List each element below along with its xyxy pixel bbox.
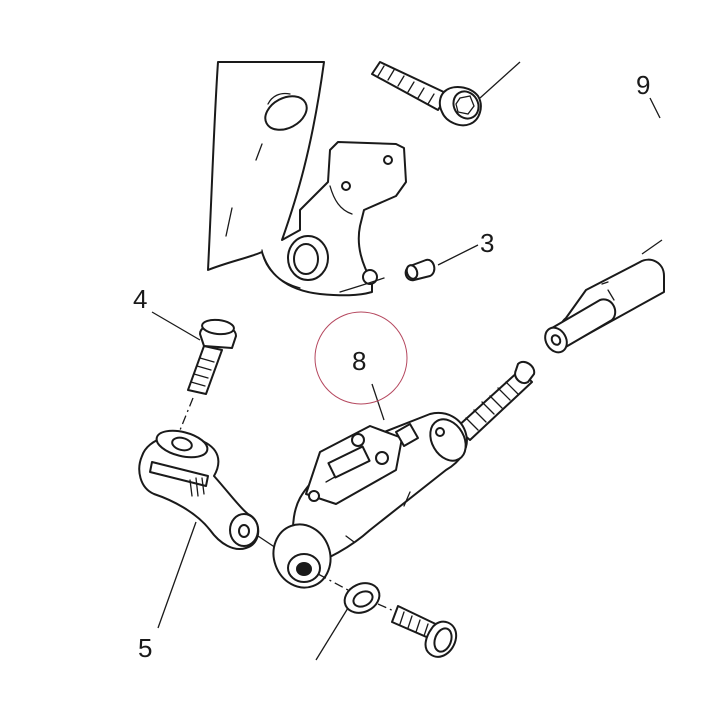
- callout-5: 5: [138, 633, 152, 663]
- callout-8-highlight-circle: [314, 311, 408, 405]
- pivot-bolt: [377, 603, 458, 658]
- callout-4: 4: [133, 284, 147, 314]
- part-4-bolt: [151, 311, 237, 441]
- part-9-rod-assembly: [544, 97, 665, 354]
- frame-mount-bolt: [371, 61, 521, 127]
- callout-9: 9: [636, 70, 650, 100]
- callout-3: 3: [480, 228, 494, 258]
- part-8-master-cylinder: [272, 360, 536, 589]
- frame-bracket: [207, 61, 407, 297]
- part-5-lever: [138, 429, 277, 629]
- washer: [315, 573, 381, 661]
- part-3-pin: [404, 244, 479, 282]
- callout-8: 8: [352, 346, 366, 376]
